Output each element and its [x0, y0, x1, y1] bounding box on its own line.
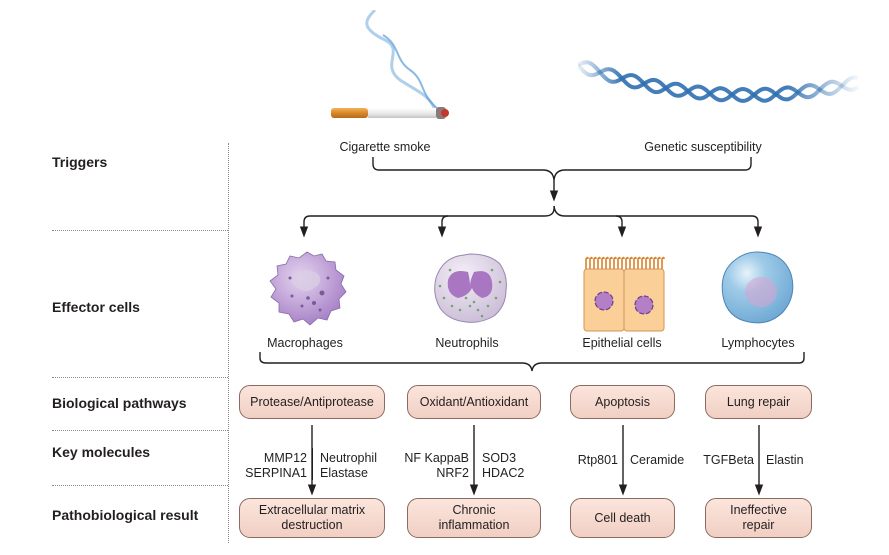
molecules-right-2: SOD3 HDAC2 — [482, 451, 524, 481]
epithelial-cells-icon — [583, 256, 665, 332]
pathway-box-oxidant-antioxidant: Oxidant/Antioxidant — [407, 385, 541, 419]
dna-strand — [578, 63, 860, 103]
result-label-line: Extracellular matrix — [258, 503, 366, 517]
molecule-label: Ceramide — [630, 453, 685, 467]
molecule-label: NF KappaB — [404, 451, 469, 465]
row-label-key-molecules: Key molecules — [52, 444, 151, 460]
molecule-label: Elastase — [320, 466, 368, 480]
row-label-pathobiological-result: Pathobiological result — [52, 507, 199, 523]
cilium — [625, 256, 629, 270]
cell-label-macrophages: Macrophages — [267, 336, 343, 350]
cell-label-epithelial-cells: Epithelial cells — [582, 336, 662, 350]
cilium — [597, 256, 601, 270]
result-label-line: Ineffective — [730, 503, 787, 517]
pathway-box-apoptosis: Apoptosis — [570, 385, 675, 419]
trigger-label-genetic-susceptibility: Genetic susceptibility — [644, 140, 762, 154]
result-label-line: repair — [742, 518, 775, 532]
cell-label-lymphocytes: Lymphocytes — [721, 336, 795, 350]
molecules-right-1: Neutrophil Elastase — [320, 451, 377, 481]
molecule-label: Neutrophil — [320, 451, 377, 465]
lymphocyte-icon — [721, 251, 794, 324]
cilium — [609, 256, 613, 270]
dna-helix-icon — [578, 60, 860, 103]
cilium — [613, 256, 617, 270]
cilium — [653, 256, 657, 270]
molecule-label: Elastin — [766, 453, 804, 467]
molecule-label: MMP12 — [263, 451, 307, 465]
row-label-biological-pathways: Biological pathways — [52, 395, 187, 411]
pathway-box-lung-repair: Lung repair — [705, 385, 812, 419]
cilium — [601, 256, 605, 270]
molecule-label: HDAC2 — [482, 466, 525, 480]
cilium — [605, 256, 609, 270]
cilium — [617, 256, 621, 270]
molecule-label: SOD3 — [482, 451, 517, 465]
cilium — [661, 256, 665, 270]
molecule-separator — [312, 448, 313, 480]
cilium — [645, 256, 649, 270]
molecule-label: Rtp801 — [577, 453, 618, 467]
result-label-line: Chronic — [452, 503, 496, 517]
row-divider — [52, 485, 228, 486]
split-brace — [299, 205, 555, 238]
result-label-line: inflammation — [438, 518, 510, 532]
pathway-box-protease-antiprotease: Protease/Antiprotease — [239, 385, 385, 419]
molecules-left-3: Rtp801 — [578, 453, 618, 468]
result-label-line: Cell death — [594, 510, 651, 525]
molecules-right-3: Ceramide — [630, 453, 684, 468]
trigger-brace — [372, 157, 752, 181]
cilium — [641, 256, 645, 270]
molecule-label: NRF2 — [436, 466, 469, 480]
column-divider — [228, 143, 229, 543]
cilium — [629, 256, 633, 270]
result-label-line: destruction — [281, 518, 343, 532]
molecules-left-2: NF KappaB NRF2 — [404, 451, 469, 481]
row-label-effector-cells: Effector cells — [52, 299, 140, 315]
cell-label-neutrophils: Neutrophils — [435, 336, 499, 350]
dna-strand — [578, 60, 859, 103]
molecules-left-1: MMP12 SERPINA1 — [245, 451, 307, 481]
trigger-label-cigarette-smoke: Cigarette smoke — [339, 140, 431, 154]
cilium — [593, 256, 597, 270]
cells-brace — [259, 352, 805, 372]
molecule-label: TGFBeta — [703, 453, 754, 467]
row-label-triggers: Triggers — [52, 154, 108, 170]
row-divider — [52, 430, 228, 431]
cigarette-icon — [331, 10, 449, 119]
cilium — [637, 256, 641, 270]
cilium — [633, 256, 637, 270]
cilium — [649, 256, 653, 270]
molecules-right-4: Elastin — [766, 453, 804, 468]
molecules-left-4: TGFBeta — [703, 453, 754, 468]
cilium — [657, 256, 661, 270]
cilium — [589, 256, 593, 270]
cilium — [585, 256, 589, 270]
row-divider — [52, 230, 228, 231]
cilium — [621, 256, 625, 270]
row-divider — [52, 377, 228, 378]
neutrophil-icon — [434, 253, 507, 323]
macrophage-icon — [269, 251, 347, 326]
result-box-cell-death: Cell death — [570, 498, 675, 538]
molecule-label: SERPINA1 — [245, 466, 307, 480]
